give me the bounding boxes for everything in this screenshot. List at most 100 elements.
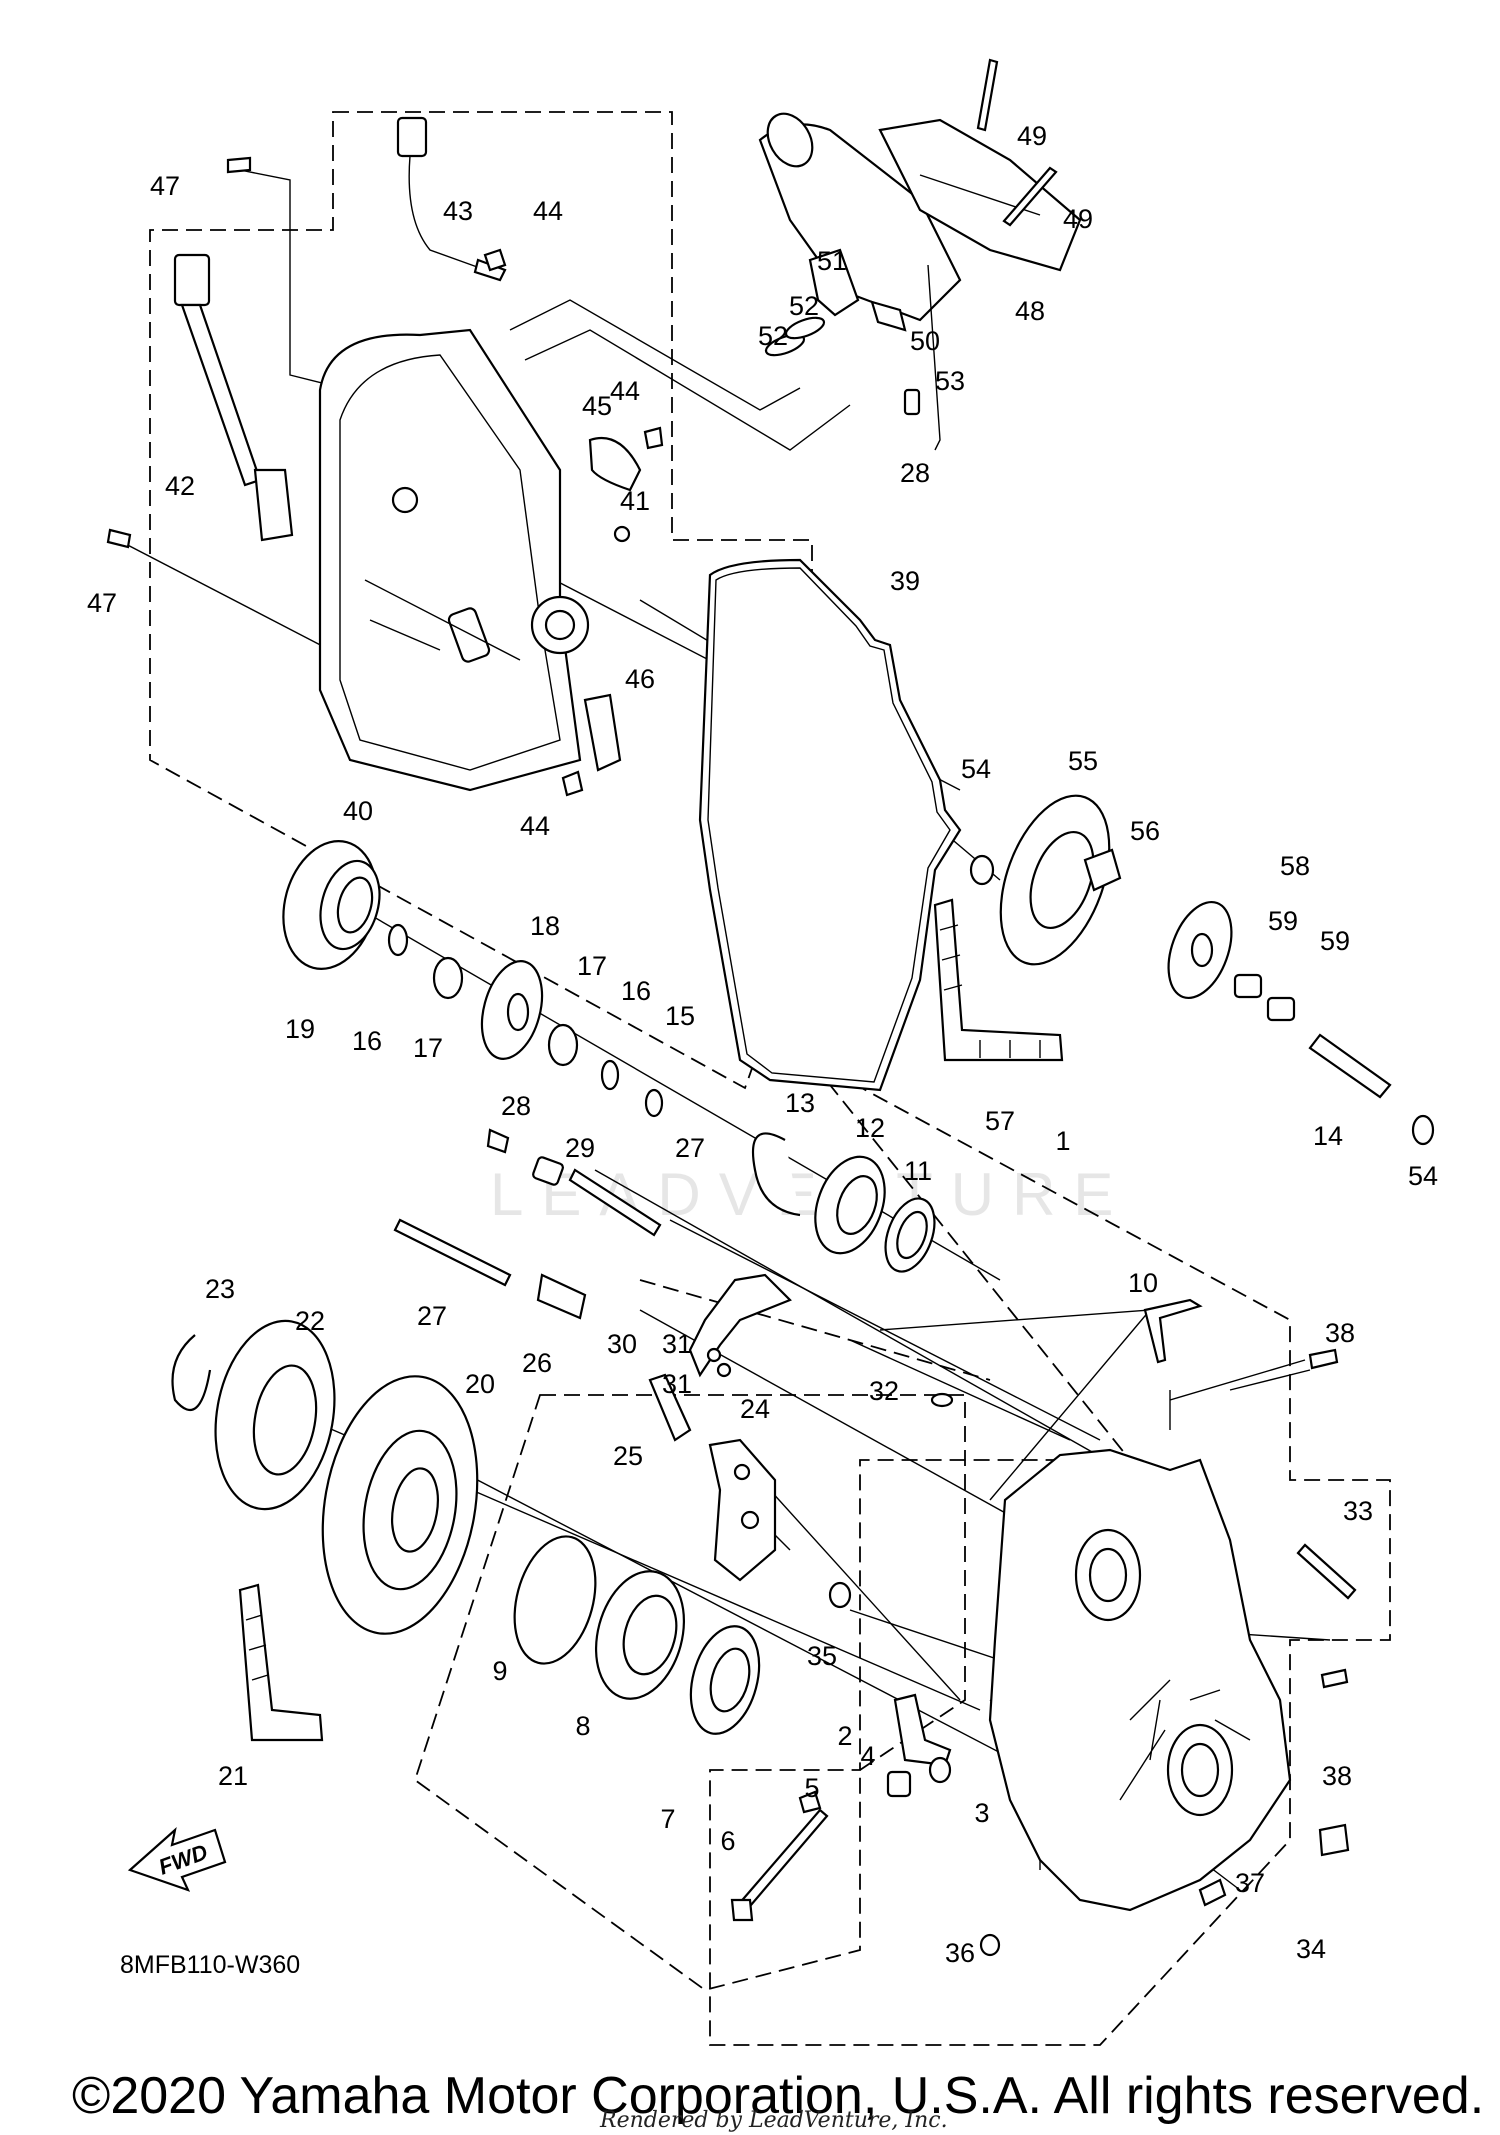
sensor-42	[173, 253, 294, 542]
seal-7	[689, 1625, 761, 1735]
callout-10: 10	[1128, 1268, 1158, 1298]
callout-59a: 59	[1268, 906, 1298, 936]
callout-25: 25	[613, 1441, 643, 1471]
shaft-27b	[393, 1218, 512, 1287]
callout-37: 37	[1235, 1868, 1265, 1898]
callout-44a: 44	[533, 196, 563, 226]
callout-17a: 17	[413, 1033, 443, 1063]
circlip-13	[751, 1132, 801, 1217]
clip-15	[644, 1088, 664, 1118]
callout-6: 6	[720, 1826, 735, 1856]
callout-42: 42	[165, 471, 195, 501]
callout-44c: 44	[520, 811, 550, 841]
chain-21	[238, 1583, 324, 1742]
callout-26: 26	[522, 1348, 552, 1378]
callout-18: 18	[530, 911, 560, 941]
callout-4: 4	[860, 1741, 875, 1771]
callout-36: 36	[945, 1938, 975, 1968]
hose-10-stub	[927, 264, 941, 451]
washer-54b	[1411, 1114, 1435, 1146]
shift-fork-30	[688, 1273, 792, 1378]
callout-48: 48	[1015, 296, 1045, 326]
fwd-arrow-icon: FWD	[127, 1826, 227, 1892]
bearing-8	[594, 1570, 686, 1700]
callout-23: 23	[205, 1274, 235, 1304]
callout-33: 33	[1343, 1496, 1373, 1526]
bearing-12	[814, 1155, 886, 1255]
bushing-59a	[1233, 973, 1263, 999]
main-housing	[988, 1448, 1292, 1912]
clip-16b	[600, 1059, 620, 1091]
callout-28a: 28	[900, 458, 930, 488]
callout-2: 2	[837, 1721, 852, 1751]
actuator-motor	[758, 112, 1082, 416]
lever-26	[536, 1273, 587, 1320]
callout-59b: 59	[1320, 926, 1350, 956]
shaft-14	[1308, 1033, 1392, 1099]
gear-55	[999, 794, 1122, 966]
callout-51: 51	[817, 246, 847, 276]
callout-34: 34	[1296, 1934, 1326, 1964]
callout-54a: 54	[961, 754, 991, 784]
collar-29	[532, 1156, 564, 1186]
callout-7: 7	[660, 1804, 675, 1834]
callout-38a: 38	[1325, 1318, 1355, 1348]
ring-9	[513, 1535, 597, 1665]
callout-13: 13	[785, 1088, 815, 1118]
callout-49a: 49	[1017, 121, 1047, 151]
callout-5: 5	[804, 1773, 819, 1803]
callout-45: 45	[582, 391, 612, 421]
clip-16a	[387, 923, 409, 957]
callout-55: 55	[1068, 746, 1098, 776]
callout-9: 9	[492, 1656, 507, 1686]
callout-31b: 31	[662, 1369, 692, 1399]
hose-10	[1143, 1298, 1203, 1364]
chain-57	[933, 898, 1064, 1062]
small-fasteners	[730, 1348, 1357, 1957]
callout-52b: 52	[758, 321, 788, 351]
callout-14: 14	[1313, 1121, 1343, 1151]
callout-56: 56	[1130, 816, 1160, 846]
callout-28b: 28	[501, 1091, 531, 1121]
callout-47a: 47	[150, 171, 180, 201]
callout-8: 8	[575, 1711, 590, 1741]
callout-22: 22	[295, 1306, 325, 1336]
callout-57: 57	[985, 1106, 1015, 1136]
callout-1: 1	[1055, 1126, 1070, 1156]
gear-18	[480, 960, 544, 1060]
callout-31a: 31	[662, 1329, 692, 1359]
callout-16b: 16	[621, 976, 651, 1006]
callout-16a: 16	[352, 1026, 382, 1056]
callout-35: 35	[807, 1641, 837, 1671]
bolts-47	[106, 156, 252, 549]
gear-19	[282, 840, 381, 970]
callout-19: 19	[285, 1014, 315, 1044]
rendered-by-credit: Rendered by LeadVenture, Inc.	[599, 2108, 948, 2133]
spring-25	[648, 1373, 692, 1442]
gasket-39	[698, 558, 962, 1092]
callout-17b: 17	[577, 951, 607, 981]
callout-58: 58	[1280, 851, 1310, 881]
gear-22	[214, 1319, 336, 1511]
callout-44b: 44	[610, 376, 640, 406]
screws-49	[976, 58, 1058, 227]
callout-38b: 38	[1322, 1761, 1352, 1791]
callout-29: 29	[565, 1133, 595, 1163]
bushing-59b	[1266, 996, 1296, 1022]
callout-24: 24	[740, 1394, 770, 1424]
assembly-outlines	[149, 111, 1391, 2046]
callout-52a: 52	[789, 291, 819, 321]
gear-58	[1167, 900, 1233, 1000]
callout-53: 53	[935, 366, 965, 396]
callout-40: 40	[343, 796, 373, 826]
washer-17a	[432, 956, 464, 1000]
callout-3: 3	[974, 1798, 989, 1828]
callout-12: 12	[855, 1113, 885, 1143]
callout-20: 20	[465, 1369, 495, 1399]
gear-20	[321, 1375, 479, 1635]
callout-11: 11	[904, 1156, 932, 1186]
callout-54b: 54	[1408, 1161, 1438, 1191]
small-clips	[483, 248, 664, 797]
